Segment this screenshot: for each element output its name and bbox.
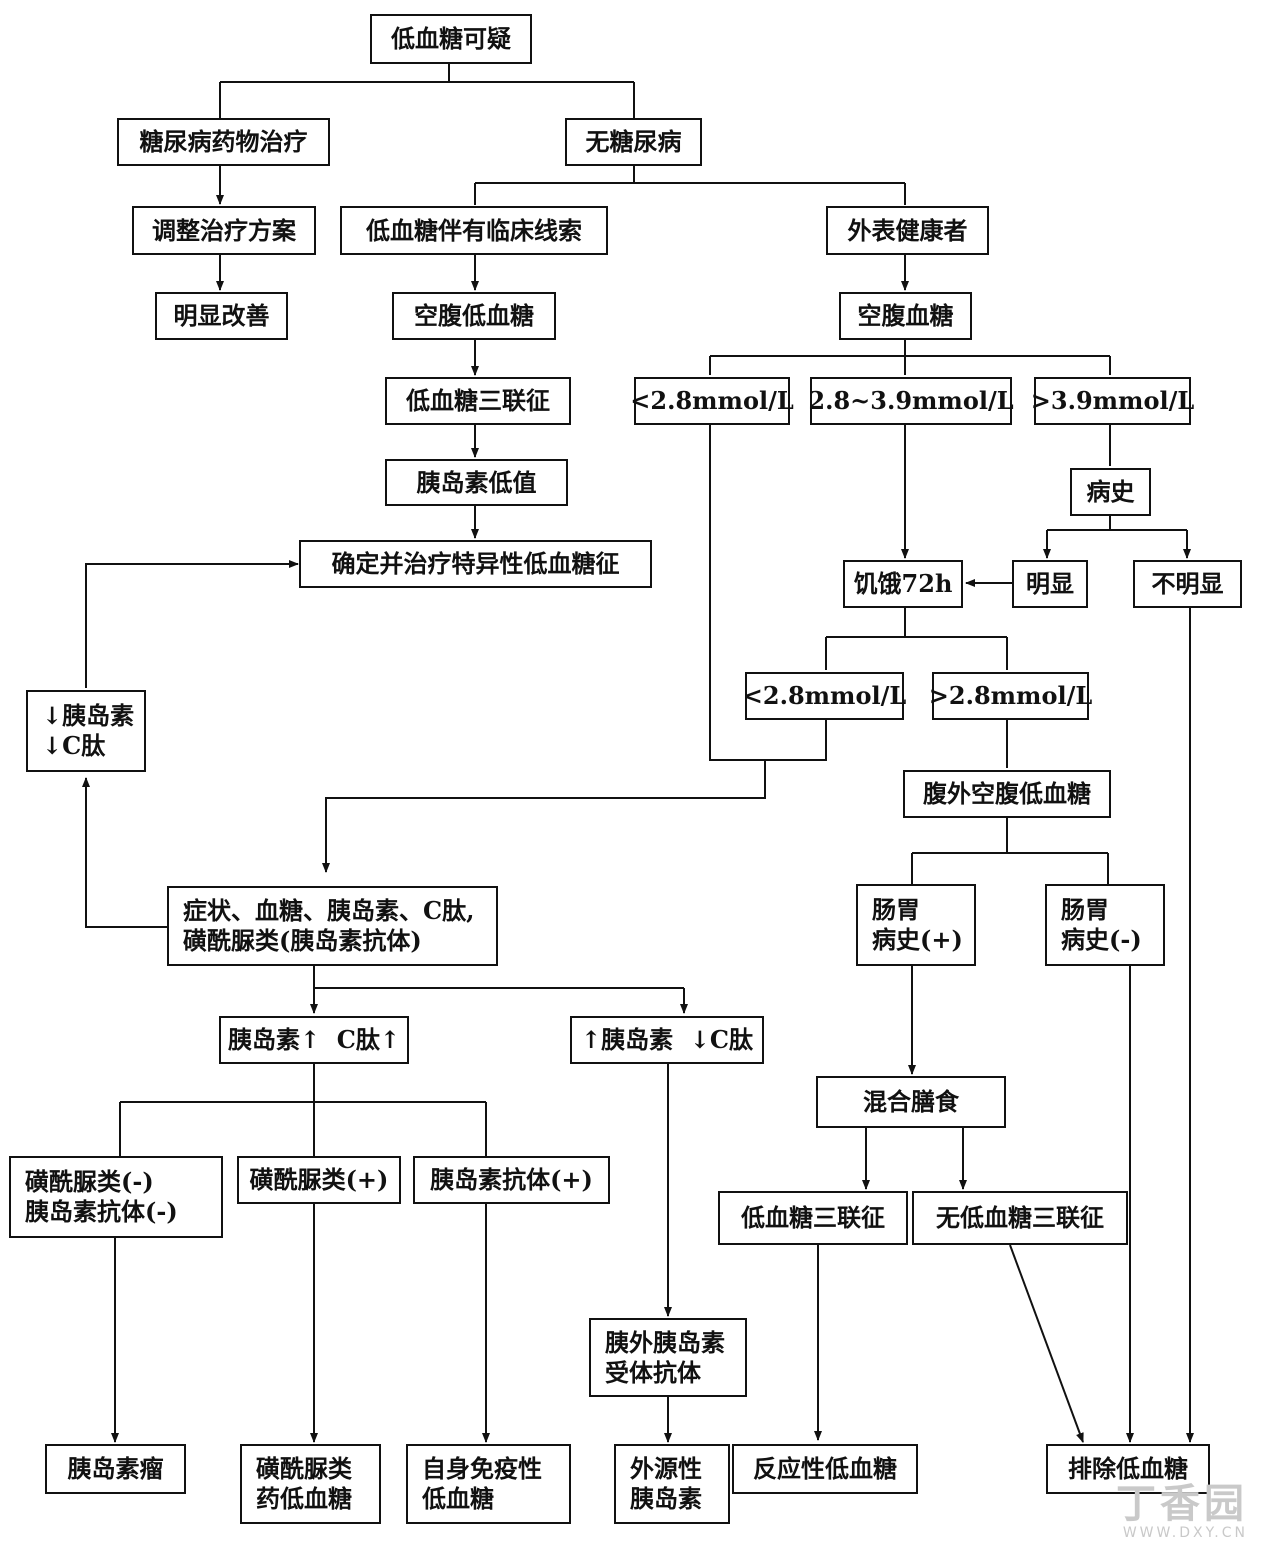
node-whipple-triad-2: 低血糖三联征 [718, 1191, 908, 1245]
node-symptoms-tests: 症状、血糖、胰岛素、C肽, 磺酰脲类(胰岛素抗体) [167, 886, 498, 966]
node-sulfonylurea-hypoglycemia: 磺酰脲类 药低血糖 [240, 1444, 381, 1524]
node-obvious: 明显 [1012, 560, 1088, 608]
node-hypoglycemia-suspected: 低血糖可疑 [370, 14, 532, 64]
edge-root [219, 63, 635, 118]
edge-history-split [1047, 516, 1187, 531]
node-fasting-hypoglycemia: 空腹低血糖 [392, 292, 556, 340]
node-insulinoma: 胰岛素瘤 [45, 1444, 186, 1494]
node-fasting-blood-glucose: 空腹血糖 [839, 292, 972, 340]
node-insulin-antibody-positive: 胰岛素抗体(+) [413, 1156, 610, 1204]
watermark-url: WWW.DXY.CN [1122, 1524, 1248, 1541]
edge-bg-split [709, 340, 1111, 375]
node-gi-history-negative: 肠胃 病史(-) [1045, 884, 1165, 966]
node-autoimmune-hypoglycemia: 自身免疫性 低血糖 [406, 1444, 571, 1524]
watermark-logo: 丁香园 [1116, 1480, 1248, 1527]
node-not-obvious: 不明显 [1133, 560, 1242, 608]
edge-lt28a-merge [709, 425, 827, 761]
node-sulfonylurea-neg-antibody-neg: 磺酰脲类(-) 胰岛素抗体(-) [9, 1156, 223, 1238]
edge-symptoms-feedback [82, 777, 167, 928]
edge-notriad-exclude [1009, 1244, 1084, 1443]
node-mixed-meal: 混合膳食 [816, 1076, 1006, 1128]
node-marked-improvement: 明显改善 [155, 292, 288, 340]
node-no-diabetes: 无糖尿病 [565, 118, 702, 166]
node-apparently-healthy: 外表健康者 [826, 206, 989, 255]
edge-feedback-confirm [85, 560, 299, 688]
node-diabetes-drug-therapy: 糖尿病药物治疗 [117, 118, 330, 166]
node-no-whipple-triad: 无低血糖三联征 [912, 1191, 1128, 1245]
watermark: 丁香园 WWW.DXY.CN [1116, 1482, 1248, 1541]
node-glucose-gt-3-9: >3.9mmol/L [1031, 377, 1194, 425]
edge-insc-up-split [119, 1064, 487, 1156]
node-exogenous-insulin: 外源性 胰岛素 [614, 1444, 730, 1524]
node-exclude-hypoglycemia: 排除低血糖 [1046, 1444, 1210, 1494]
node-glucose-lt-2-8-b: <2.8mmol/L [743, 672, 906, 720]
node-extrapancreatic-receptor-antibody: 胰外胰岛素 受体抗体 [589, 1318, 747, 1397]
node-glucose-lt-2-8-a: <2.8mmol/L [630, 377, 794, 425]
node-whipple-triad-1: 低血糖三联征 [385, 377, 571, 425]
node-clinical-clues: 低血糖伴有临床线索 [340, 206, 608, 255]
edge-symptoms-split [313, 966, 684, 989]
node-confirm-treat-specific: 确定并治疗特异性低血糖征 [299, 540, 652, 588]
node-glucose-gt-2-8: >2.8mmol/L [929, 672, 1092, 720]
node-sulfonylurea-positive: 磺酰脲类(+) [237, 1156, 401, 1204]
node-reactive-hypoglycemia: 反应性低血糖 [732, 1444, 918, 1494]
node-adjust-treatment: 调整治疗方案 [132, 206, 316, 255]
node-fast-72h: 饥饿72h [843, 560, 963, 608]
edge-fast72-split [825, 608, 1008, 670]
node-gi-history-positive: 肠胃 病史(+) [856, 884, 976, 966]
edge-merge-symptoms [322, 760, 766, 873]
node-low-insulin: 胰岛素低值 [385, 459, 568, 506]
edge-nodm-split [474, 166, 906, 205]
node-insulin-cpeptide-down: ↓胰岛素 ↓C肽 [26, 690, 146, 772]
node-insulin-up-cpeptide-up: 胰岛素↑ C肽↑ [219, 1016, 409, 1064]
node-history: 病史 [1070, 468, 1151, 516]
node-insulin-up-cpeptide-down: ↑胰岛素 ↓C肽 [570, 1016, 764, 1064]
node-glucose-2-8-to-3-9: 2.8~3.9mmol/L [808, 377, 1014, 425]
edge-extra-split [911, 818, 1109, 884]
node-extrapancreatic-fasting: 腹外空腹低血糖 [903, 770, 1111, 818]
